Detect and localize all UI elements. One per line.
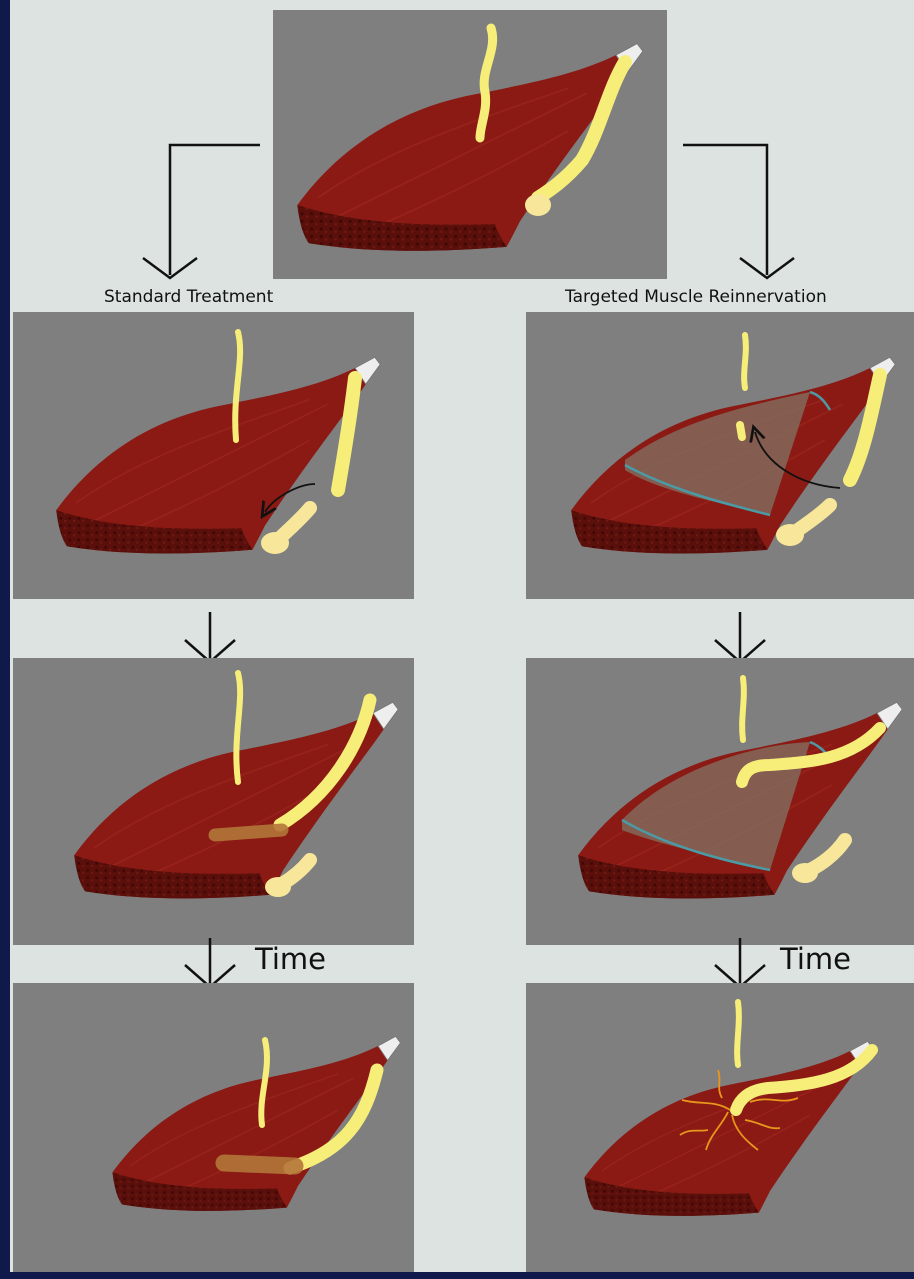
panel-initial [273,10,667,279]
down-arrow-right-2 [715,938,765,987]
panel-standard-3 [13,983,414,1272]
tmr-label: Targeted Muscle Reinnervation [565,287,827,307]
nerve-icon [744,335,746,388]
bone-icon [776,524,804,546]
diagram-canvas: Standard Treatment Targeted Muscle Reinn… [10,0,914,1272]
diagram-svg [10,0,914,1272]
neuroma-icon [215,830,282,835]
panel-standard-2 [13,658,414,945]
panel-standard-1 [13,312,414,599]
bone-icon [261,532,289,554]
time-label-left: Time [255,942,326,976]
nerve-icon [742,678,744,740]
down-arrow-left-2 [185,938,235,987]
nerve-icon [737,1002,739,1065]
branch-arrow-left [143,145,260,278]
down-arrow-right-1 [715,612,765,662]
panel-tmr-1 [526,312,914,599]
panel-tmr-2 [526,658,914,945]
bone-icon [792,863,818,883]
bone-icon [265,877,291,897]
branch-arrow-right [683,145,794,278]
down-arrow-left-1 [185,612,235,662]
neuroma-icon [224,1163,295,1166]
bone-icon [525,194,551,216]
standard-treatment-label: Standard Treatment [104,287,273,307]
panel-tmr-3 [526,983,914,1272]
time-label-right: Time [780,942,851,976]
